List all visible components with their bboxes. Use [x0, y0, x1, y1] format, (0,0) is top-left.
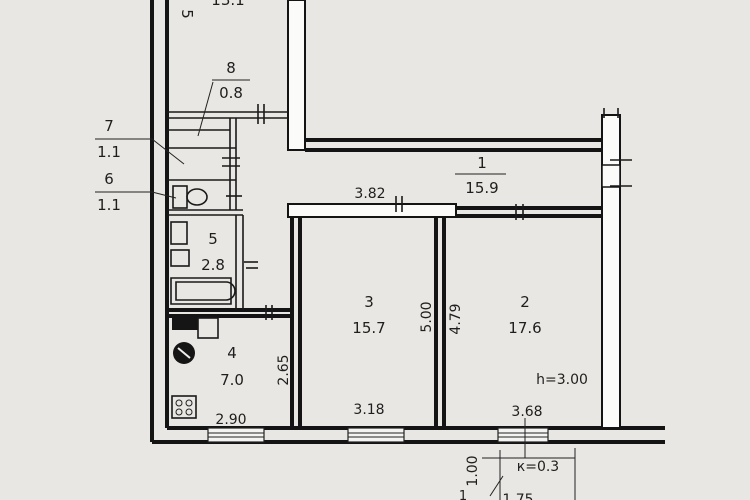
walls	[150, 0, 665, 444]
room-5-area: 2.8	[201, 256, 225, 274]
room-8-number: 8	[226, 59, 236, 77]
room-2-area: 17.6	[508, 319, 541, 337]
room-3-area: 15.7	[352, 319, 385, 337]
room-4-number: 4	[227, 344, 237, 362]
dim-2-65: 2.65	[276, 354, 292, 385]
balcony-prefix: 1	[459, 489, 467, 500]
windows	[207, 427, 549, 443]
room-8-area: 0.8	[219, 84, 243, 102]
dim-3-82: 3.82	[354, 186, 385, 202]
room-3-number: 3	[364, 293, 374, 311]
balcony-depth: 1.00	[465, 455, 481, 486]
top-room-area: 13.1	[211, 0, 244, 9]
room-7-area: 1.1	[97, 143, 121, 161]
balcony-width: 1.75	[502, 492, 533, 500]
top-room-number: 5	[178, 9, 196, 19]
room-1-area: 15.9	[465, 179, 498, 197]
dim-3-68: 3.68	[511, 404, 542, 420]
leader-lines	[95, 79, 576, 500]
room-4-area: 7.0	[220, 371, 244, 389]
balcony-coef: к=0.3	[517, 459, 559, 475]
labels: 5 13.1 8 0.8 7 1.1 6 1.1 5 2.8 4 7.0 3 1…	[97, 0, 588, 500]
room-6-area: 1.1	[97, 196, 121, 214]
dim-5-00: 5.00	[419, 301, 435, 332]
ceiling-height: h=3.00	[536, 372, 588, 388]
room-5-number: 5	[208, 230, 218, 248]
room-6-number: 6	[104, 170, 114, 188]
room-2-number: 2	[520, 293, 530, 311]
room-1-number: 1	[477, 154, 487, 172]
room-7-number: 7	[104, 117, 114, 135]
dim-2-90: 2.90	[215, 412, 246, 428]
dim-4-79: 4.79	[448, 303, 464, 334]
door-marks	[222, 104, 632, 320]
dim-3-18: 3.18	[353, 402, 384, 418]
